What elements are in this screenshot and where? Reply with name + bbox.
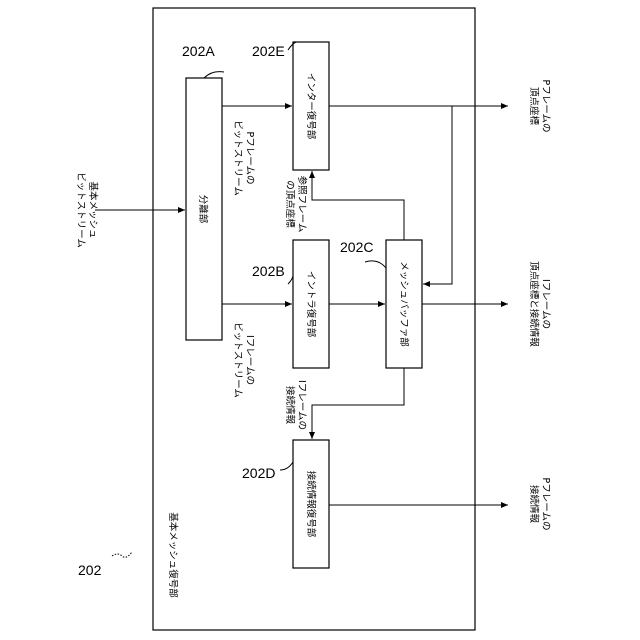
out-p-connectivity-label: Pフレームの 接続情報	[528, 478, 551, 531]
svg-text:Iフレームの: Iフレームの	[244, 335, 255, 385]
label-202E: 202E	[252, 43, 285, 59]
intra-decoder-label: イントラ復号部	[305, 271, 317, 338]
label-202D: 202D	[242, 465, 275, 481]
out-i-vertices-conn-label: Iフレームの 頂点座標と接続情報	[528, 261, 551, 347]
svg-text:基本メッシュ: 基本メッシュ	[87, 181, 99, 238]
i-connectivity-label: Iフレームの 接続情報	[284, 380, 307, 430]
svg-text:ビットストリーム: ビットストリーム	[232, 322, 243, 398]
input-signal-label: 基本メッシュ ビットストリーム	[75, 172, 99, 248]
label-202: 202	[78, 562, 102, 578]
i-bitstream-label: Iフレームの ビットストリーム	[232, 322, 255, 398]
svg-text:ビットストリーム: ビットストリーム	[75, 172, 86, 248]
leader-202B	[288, 276, 293, 284]
mesh-buffer-label: メッシュバッファ部	[398, 261, 410, 347]
svg-text:頂点座標: 頂点座標	[528, 87, 540, 126]
p-vertices-feedback-arrow	[423, 106, 452, 284]
svg-text:接続情報: 接続情報	[284, 386, 296, 425]
leader-202C	[365, 261, 386, 268]
svg-text:ビットストリーム: ビットストリーム	[232, 120, 243, 196]
label-202B: 202B	[252, 263, 285, 279]
leader-202D	[280, 462, 293, 470]
svg-text:の頂点座標: の頂点座標	[284, 180, 296, 228]
label-202A: 202A	[182, 43, 215, 59]
svg-text:参照フレーム: 参照フレーム	[296, 176, 308, 233]
svg-text:Pフレームの: Pフレームの	[540, 478, 551, 531]
separator-label: 分離部	[197, 195, 209, 224]
svg-text:Iフレームの: Iフレームの	[296, 380, 307, 430]
ref-vertices-label: 参照フレーム の頂点座標	[284, 176, 308, 233]
svg-text:Iフレームの: Iフレームの	[540, 279, 551, 329]
out-p-vertices-label: Pフレームの 頂点座標	[528, 80, 551, 133]
svg-text:接続情報: 接続情報	[528, 485, 540, 524]
i-connectivity-arrow	[312, 368, 404, 439]
leader-202A	[204, 72, 224, 78]
svg-text:頂点座標と接続情報: 頂点座標と接続情報	[528, 261, 540, 347]
outer-block-label: 基本メッシュ復号部	[167, 512, 179, 598]
ref-vertices-arrow	[312, 171, 404, 240]
p-bitstream-label: Pフレームの ビットストリーム	[232, 120, 255, 196]
svg-text:Pフレームの: Pフレームの	[244, 132, 255, 185]
label-202C: 202C	[340, 239, 373, 255]
leader-202	[112, 552, 132, 557]
leader-202E	[288, 42, 296, 50]
inter-decoder-label: インター復号部	[305, 73, 317, 140]
connectivity-decoder-label: 接続情報復号部	[305, 471, 317, 538]
svg-text:Pフレームの: Pフレームの	[540, 80, 551, 133]
